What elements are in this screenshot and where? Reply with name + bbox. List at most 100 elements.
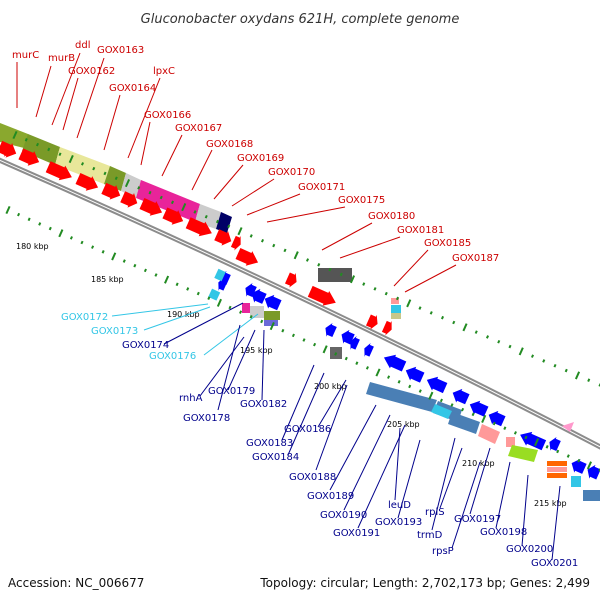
inner-tick bbox=[534, 438, 540, 447]
leader-line bbox=[111, 303, 209, 317]
gene-label-GOX0189[interactable]: GOX0189 bbox=[307, 491, 354, 502]
gene-label-GOX0175[interactable]: GOX0175 bbox=[338, 195, 385, 206]
leader-line bbox=[551, 485, 561, 561]
leader-line bbox=[103, 94, 121, 151]
gene-label-GOX0201[interactable]: GOX0201 bbox=[531, 558, 578, 569]
gene-label-GOX0180[interactable]: GOX0180 bbox=[368, 211, 415, 222]
leader-line bbox=[281, 364, 315, 441]
inner-tick bbox=[17, 212, 21, 217]
inner-tick bbox=[48, 226, 52, 231]
gene-label-GOX0172[interactable]: GOX0172 bbox=[61, 312, 108, 323]
leader-line bbox=[199, 336, 245, 397]
gene-label-GOX0162[interactable]: GOX0162 bbox=[68, 66, 115, 77]
gene-label-GOX0181[interactable]: GOX0181 bbox=[397, 225, 444, 236]
rna-feature bbox=[391, 305, 401, 313]
forward-cds-arrow bbox=[101, 182, 121, 200]
inner-tick bbox=[133, 263, 137, 268]
inner-tick bbox=[69, 236, 73, 240]
leader-line bbox=[315, 384, 348, 471]
gene-label-GOX0193[interactable]: GOX0193 bbox=[375, 517, 422, 528]
gene-label-GOX0186[interactable]: GOX0186 bbox=[284, 424, 331, 435]
reverse-cds-arrow bbox=[571, 458, 587, 474]
gene-label-GOX0170[interactable]: GOX0170 bbox=[268, 167, 315, 178]
gene-label-GOX0191[interactable]: GOX0191 bbox=[333, 528, 380, 539]
leader-line bbox=[163, 302, 244, 345]
reverse-cds-arrow bbox=[488, 410, 506, 427]
forward-cds-arrow bbox=[185, 217, 212, 237]
forward-cds-arrow bbox=[230, 235, 241, 251]
outer-tick bbox=[328, 267, 332, 272]
inner-tick bbox=[408, 384, 412, 389]
gene-label-rplS[interactable]: rplS bbox=[425, 507, 445, 518]
kbp-label: 180 kbp bbox=[16, 242, 49, 251]
feature-pink bbox=[242, 303, 250, 313]
gene-label-GOX0174[interactable]: GOX0174 bbox=[122, 340, 169, 351]
gene-label-GOX0197[interactable]: GOX0197 bbox=[454, 514, 501, 525]
feature-purple bbox=[264, 320, 278, 326]
outer-tick bbox=[395, 296, 400, 301]
outer-tick bbox=[58, 152, 62, 157]
outer-tick bbox=[384, 291, 388, 296]
gene-label-GOX0190[interactable]: GOX0190 bbox=[320, 510, 367, 521]
gene-label-GOX0185[interactable]: GOX0185 bbox=[424, 238, 471, 249]
forward-gene-labels: murC murB ddl GOX0162 GOX0163 GOX0164 lp… bbox=[12, 40, 499, 264]
gene-label-GOX0171[interactable]: GOX0171 bbox=[298, 182, 345, 193]
outer-tick bbox=[542, 359, 546, 363]
gene-label-GOX0187[interactable]: GOX0187 bbox=[452, 253, 499, 264]
gene-label-GOX0183[interactable]: GOX0183 bbox=[246, 438, 293, 449]
leader-line bbox=[431, 437, 456, 531]
gene-label-GOX0182[interactable]: GOX0182 bbox=[240, 399, 287, 410]
gene-label-GOX0164[interactable]: GOX0164 bbox=[109, 83, 156, 94]
outer-tick bbox=[159, 195, 163, 200]
inner-tick bbox=[249, 315, 253, 319]
inner-tick bbox=[375, 368, 381, 377]
gene-label-ddl[interactable]: ddl bbox=[75, 40, 90, 51]
gene-label-GOX0188[interactable]: GOX0188 bbox=[289, 472, 336, 483]
gene-label-GOX0198[interactable]: GOX0198 bbox=[480, 527, 527, 538]
leader-line bbox=[339, 236, 401, 259]
outer-tick bbox=[249, 234, 253, 238]
gene-label-GOX0168[interactable]: GOX0168 bbox=[206, 139, 253, 150]
gene-label-rpsP[interactable]: rpsP bbox=[432, 546, 454, 557]
forward-cds-arrow bbox=[75, 173, 99, 191]
inner-tick bbox=[186, 287, 190, 291]
inner-tick bbox=[492, 421, 496, 426]
leader-line bbox=[469, 447, 491, 515]
leader-line bbox=[246, 193, 301, 216]
gene-label-GOX0169[interactable]: GOX0169 bbox=[237, 153, 284, 164]
gene-label-rnhA[interactable]: rnhA bbox=[179, 393, 203, 404]
inner-tick bbox=[598, 468, 600, 472]
leader-line bbox=[143, 306, 211, 331]
gene-label-lpxC[interactable]: lpxC bbox=[153, 66, 175, 77]
outer-tick bbox=[530, 354, 535, 358]
gene-label-murB[interactable]: murB bbox=[48, 53, 75, 64]
inner-tick bbox=[586, 461, 592, 470]
leader-line bbox=[287, 372, 325, 456]
outer-tick bbox=[462, 323, 468, 332]
forward-cds-arrow bbox=[162, 207, 184, 225]
feature-salmon bbox=[547, 467, 567, 472]
outer-tick bbox=[181, 203, 187, 212]
gene-label-trmD[interactable]: trmD bbox=[417, 530, 443, 541]
inner-tick bbox=[269, 322, 275, 331]
reverse-cds-arrow bbox=[350, 335, 360, 350]
leader-line bbox=[397, 439, 421, 519]
gene-label-GOX0178[interactable]: GOX0178 bbox=[183, 413, 230, 424]
gene-label-GOX0184[interactable]: GOX0184 bbox=[252, 452, 299, 463]
gene-label-GOX0163[interactable]: GOX0163 bbox=[97, 45, 144, 56]
inner-tick bbox=[365, 366, 369, 370]
leader-line bbox=[191, 149, 213, 191]
gene-label-GOX0200[interactable]: GOX0200 bbox=[506, 544, 553, 555]
leader-line bbox=[451, 461, 481, 549]
gene-label-GOX0166[interactable]: GOX0166 bbox=[144, 110, 191, 121]
outer-tick bbox=[574, 371, 581, 380]
gene-label-GOX0173[interactable]: GOX0173 bbox=[91, 326, 138, 337]
gene-label-murC[interactable]: murC bbox=[12, 50, 39, 61]
outer-tick bbox=[305, 258, 310, 262]
gene-label-GOX0167[interactable]: GOX0167 bbox=[175, 123, 222, 134]
outer-tick bbox=[508, 344, 512, 349]
gene-label-GOX0179[interactable]: GOX0179 bbox=[208, 386, 255, 397]
gene-label-GOX0176[interactable]: GOX0176 bbox=[149, 351, 196, 362]
reverse-cds-arrow bbox=[426, 376, 448, 394]
gene-label-leuD[interactable]: leuD bbox=[388, 500, 411, 511]
